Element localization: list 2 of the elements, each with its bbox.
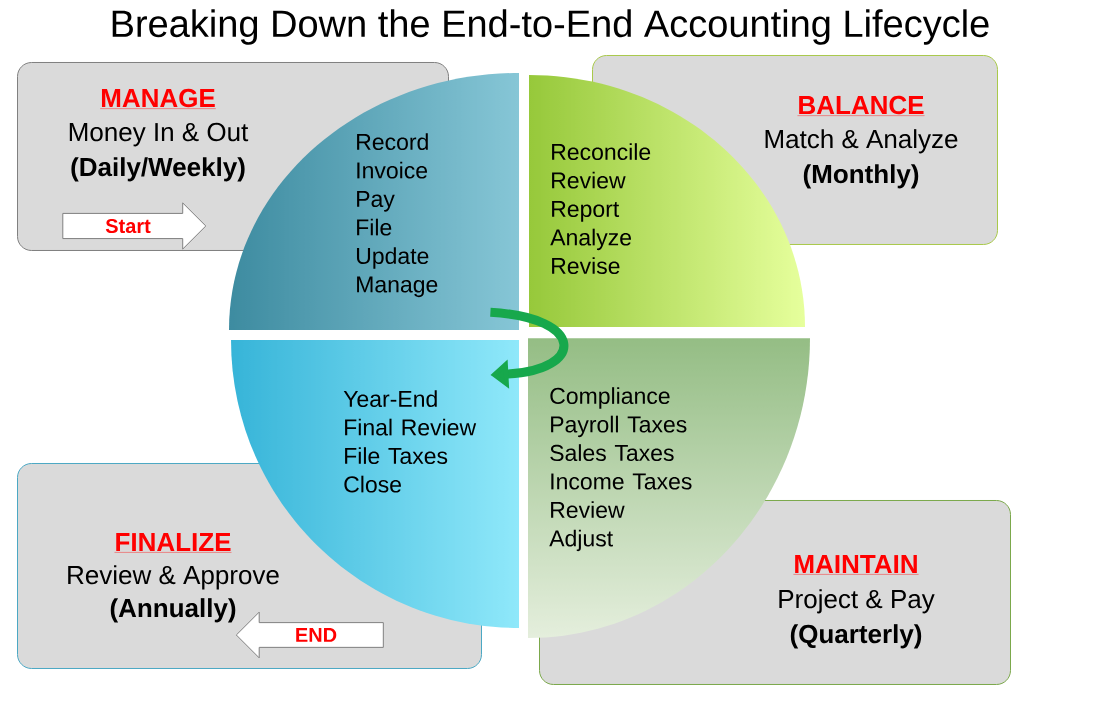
title: Breaking Down the End-to-End Accounting Lifecycle: [112, 9, 989, 45]
curved-arrow: [489, 307, 569, 389]
